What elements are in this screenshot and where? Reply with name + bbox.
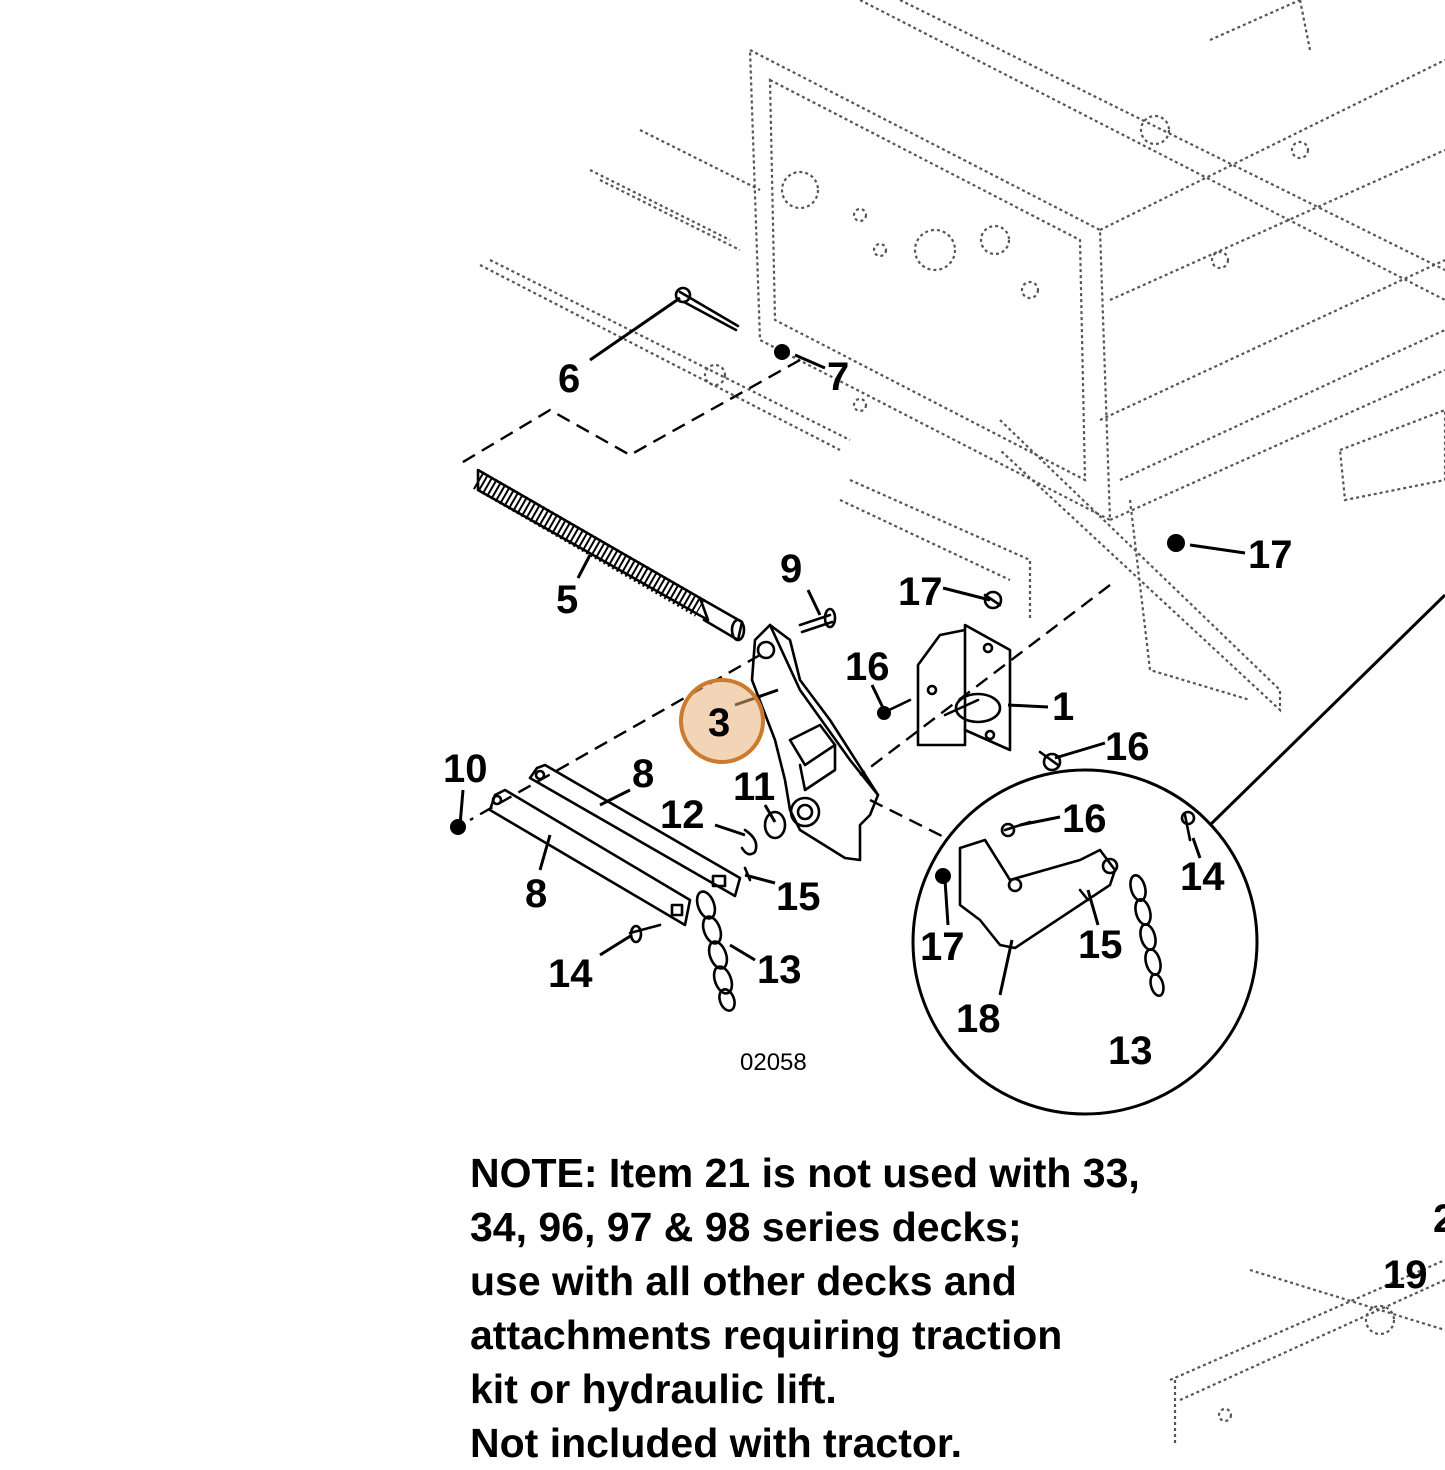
callout-19: 19 (1383, 1253, 1428, 1297)
highlight-marker (679, 678, 765, 764)
callout-6: 6 (558, 357, 580, 401)
leader-lines (458, 296, 1246, 996)
callout-8-upper: 8 (632, 752, 654, 796)
callout-9: 9 (780, 547, 802, 591)
callout-3: 3 (708, 701, 730, 745)
callout-1: 1 (1052, 685, 1074, 729)
bracket-bolts (877, 534, 1185, 772)
callout-7: 7 (827, 355, 849, 399)
callout-16-right: 16 (1105, 725, 1150, 769)
callout-16-detail: 16 (1062, 797, 1107, 841)
bracket (916, 623, 1012, 752)
callout-5: 5 (556, 578, 578, 622)
callout-14-detail: 14 (1180, 855, 1225, 899)
note-text: NOTE: Item 21 is not used with 33, 34, 9… (470, 1150, 1140, 1466)
callout-2-partial: 2 (1433, 1197, 1445, 1241)
callout-17-frame: 17 (1248, 533, 1293, 577)
callout-17-bracket: 17 (898, 570, 943, 614)
detail-view (911, 593, 1445, 1116)
callout-13-main: 13 (757, 948, 802, 992)
callout-10: 10 (443, 747, 488, 791)
lift-arm (750, 623, 880, 862)
figure-id: 02058 (740, 1049, 807, 1076)
callout-18: 18 (956, 997, 1001, 1041)
callout-13-detail: 13 (1108, 1029, 1153, 1073)
callout-15-main: 15 (776, 875, 821, 919)
spring (473, 468, 746, 642)
links (488, 763, 742, 927)
callouts: 1 3 5 6 7 8 8 9 10 11 12 13 13 14 14 15 … (443, 355, 1445, 1297)
callout-12: 12 (660, 793, 705, 837)
callout-16-left: 16 (845, 645, 890, 689)
tractor-frame (479, 0, 1445, 1445)
bolt (798, 607, 837, 634)
callout-11: 11 (733, 765, 775, 809)
chain (695, 890, 736, 1012)
callout-14-main: 14 (548, 952, 593, 996)
callout-8-lower: 8 (525, 872, 547, 916)
callout-15-detail: 15 (1078, 923, 1123, 967)
callout-17-detail: 17 (920, 925, 965, 969)
pin-and-nut (674, 286, 790, 360)
